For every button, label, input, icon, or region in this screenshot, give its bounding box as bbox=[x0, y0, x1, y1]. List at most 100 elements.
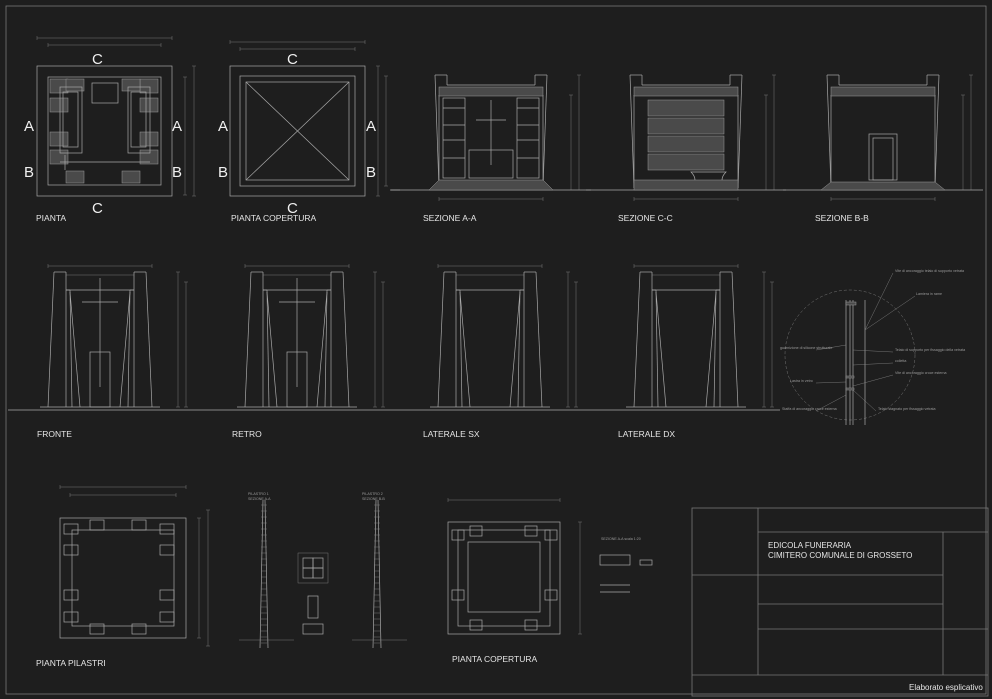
marker-a-right: A bbox=[172, 118, 182, 135]
cad-line bbox=[705, 291, 717, 408]
label-sezione-aa: SEZIONE A-A bbox=[423, 213, 477, 223]
pillar-block bbox=[63, 611, 79, 623]
cad-line bbox=[69, 289, 73, 408]
cad-line bbox=[377, 499, 382, 649]
cad-rect bbox=[130, 91, 147, 148]
cad-rect bbox=[467, 541, 541, 613]
cad-rect bbox=[47, 76, 162, 186]
cad-rect bbox=[457, 529, 551, 627]
pillar-block bbox=[49, 149, 69, 165]
marker-c-bottom: C bbox=[92, 200, 103, 217]
cad-rect bbox=[307, 595, 319, 619]
pillar-block bbox=[63, 589, 79, 601]
cad-line bbox=[852, 362, 894, 366]
marker-b-left: B bbox=[24, 164, 34, 181]
cad-line bbox=[119, 291, 131, 408]
niche bbox=[516, 97, 540, 179]
drawing-geometry bbox=[8, 36, 983, 649]
cad-rect bbox=[62, 91, 79, 148]
pillar-block bbox=[139, 97, 159, 113]
note: Staffa di ancoraggio croce esterna bbox=[782, 407, 837, 411]
cad-line bbox=[737, 74, 743, 189]
pillar-block bbox=[159, 589, 175, 601]
pillar-block bbox=[469, 525, 483, 537]
door bbox=[872, 137, 894, 181]
note: Vite di ancoraggio telaio di supporto ve… bbox=[895, 269, 964, 273]
note: Telaio stagnato per fissaggio vetrata bbox=[878, 407, 936, 411]
cad-rect bbox=[127, 86, 151, 154]
note: Lastra in vetro bbox=[790, 379, 813, 383]
note: PILASTRO 2 bbox=[362, 492, 383, 496]
label-sezione-cc: SEZIONE C-C bbox=[618, 213, 673, 223]
label-pianta-copertura-2: PIANTA COPERTURA bbox=[452, 654, 538, 664]
label-pianta-pilastri: PIANTA PILASTRI bbox=[36, 658, 106, 668]
pillar-block bbox=[544, 529, 558, 541]
pillar-block bbox=[121, 170, 141, 184]
marker-b-right: B bbox=[366, 164, 376, 181]
label-fronte: FRONTE bbox=[37, 429, 72, 439]
label-pianta: PIANTA bbox=[36, 213, 66, 223]
cad-rect bbox=[302, 623, 324, 635]
cad-line bbox=[731, 271, 739, 408]
detail bbox=[599, 554, 631, 566]
title-line-2: CIMITERO COMUNALE DI GROSSETO bbox=[768, 551, 912, 560]
label-laterale-dx: LATERALE DX bbox=[618, 429, 675, 439]
note: colletta bbox=[895, 359, 906, 363]
pillar-block bbox=[65, 78, 85, 92]
marker-c-top: C bbox=[287, 51, 298, 68]
pillar-block bbox=[159, 523, 175, 535]
altar bbox=[468, 149, 514, 179]
label-retro: RETRO bbox=[232, 429, 262, 439]
marker-b-left: B bbox=[218, 164, 228, 181]
base bbox=[428, 179, 554, 191]
cad-line bbox=[324, 289, 328, 408]
pillar-block bbox=[524, 525, 538, 537]
note: SEZIONE A-A bbox=[248, 497, 271, 501]
marker-a-left: A bbox=[24, 118, 34, 135]
loculus bbox=[647, 117, 725, 135]
cad-line bbox=[655, 291, 667, 408]
marker-b-right: B bbox=[172, 164, 182, 181]
cad-line bbox=[245, 81, 350, 181]
cad-rect bbox=[302, 557, 314, 569]
niche bbox=[442, 97, 466, 179]
cad-line bbox=[535, 271, 543, 408]
cad-line bbox=[47, 271, 55, 408]
pillar-block bbox=[139, 78, 159, 94]
marker-c-bottom: C bbox=[287, 200, 298, 217]
note: PILASTRO 1 bbox=[248, 492, 269, 496]
cad-line bbox=[244, 271, 252, 408]
cad-rect bbox=[245, 81, 350, 181]
cad-line bbox=[852, 389, 877, 412]
beam bbox=[830, 86, 936, 97]
cad-line bbox=[459, 289, 463, 408]
cad-line bbox=[459, 291, 471, 408]
note: Telaio di supporto per fissaggio della v… bbox=[895, 348, 965, 352]
label-pianta-copertura: PIANTA COPERTURA bbox=[231, 213, 317, 223]
note: SEZIONE A-A scala 1:20 bbox=[601, 537, 641, 541]
note: SEZIONE B-B bbox=[362, 497, 385, 501]
roof-outline bbox=[229, 65, 366, 197]
pillar-block bbox=[159, 611, 175, 623]
cad-line bbox=[633, 271, 641, 408]
cad-rect bbox=[312, 557, 324, 569]
cad-line bbox=[655, 289, 659, 408]
label-laterale-sx: LATERALE SX bbox=[423, 429, 480, 439]
cad-line bbox=[826, 74, 832, 189]
base bbox=[820, 181, 946, 191]
cad-line bbox=[542, 74, 548, 189]
pillar-block bbox=[63, 523, 79, 535]
pillar-block bbox=[63, 544, 79, 556]
note: Lamiera in rame bbox=[916, 292, 942, 296]
beam bbox=[438, 86, 544, 97]
cad-line bbox=[372, 499, 377, 649]
cad-line bbox=[815, 394, 847, 412]
cad-line bbox=[437, 271, 445, 408]
cad-line bbox=[852, 374, 894, 387]
pillar-block bbox=[121, 78, 141, 92]
marker-c-top: C bbox=[92, 51, 103, 68]
pillar-block bbox=[49, 131, 69, 147]
pillar-block bbox=[524, 619, 538, 631]
